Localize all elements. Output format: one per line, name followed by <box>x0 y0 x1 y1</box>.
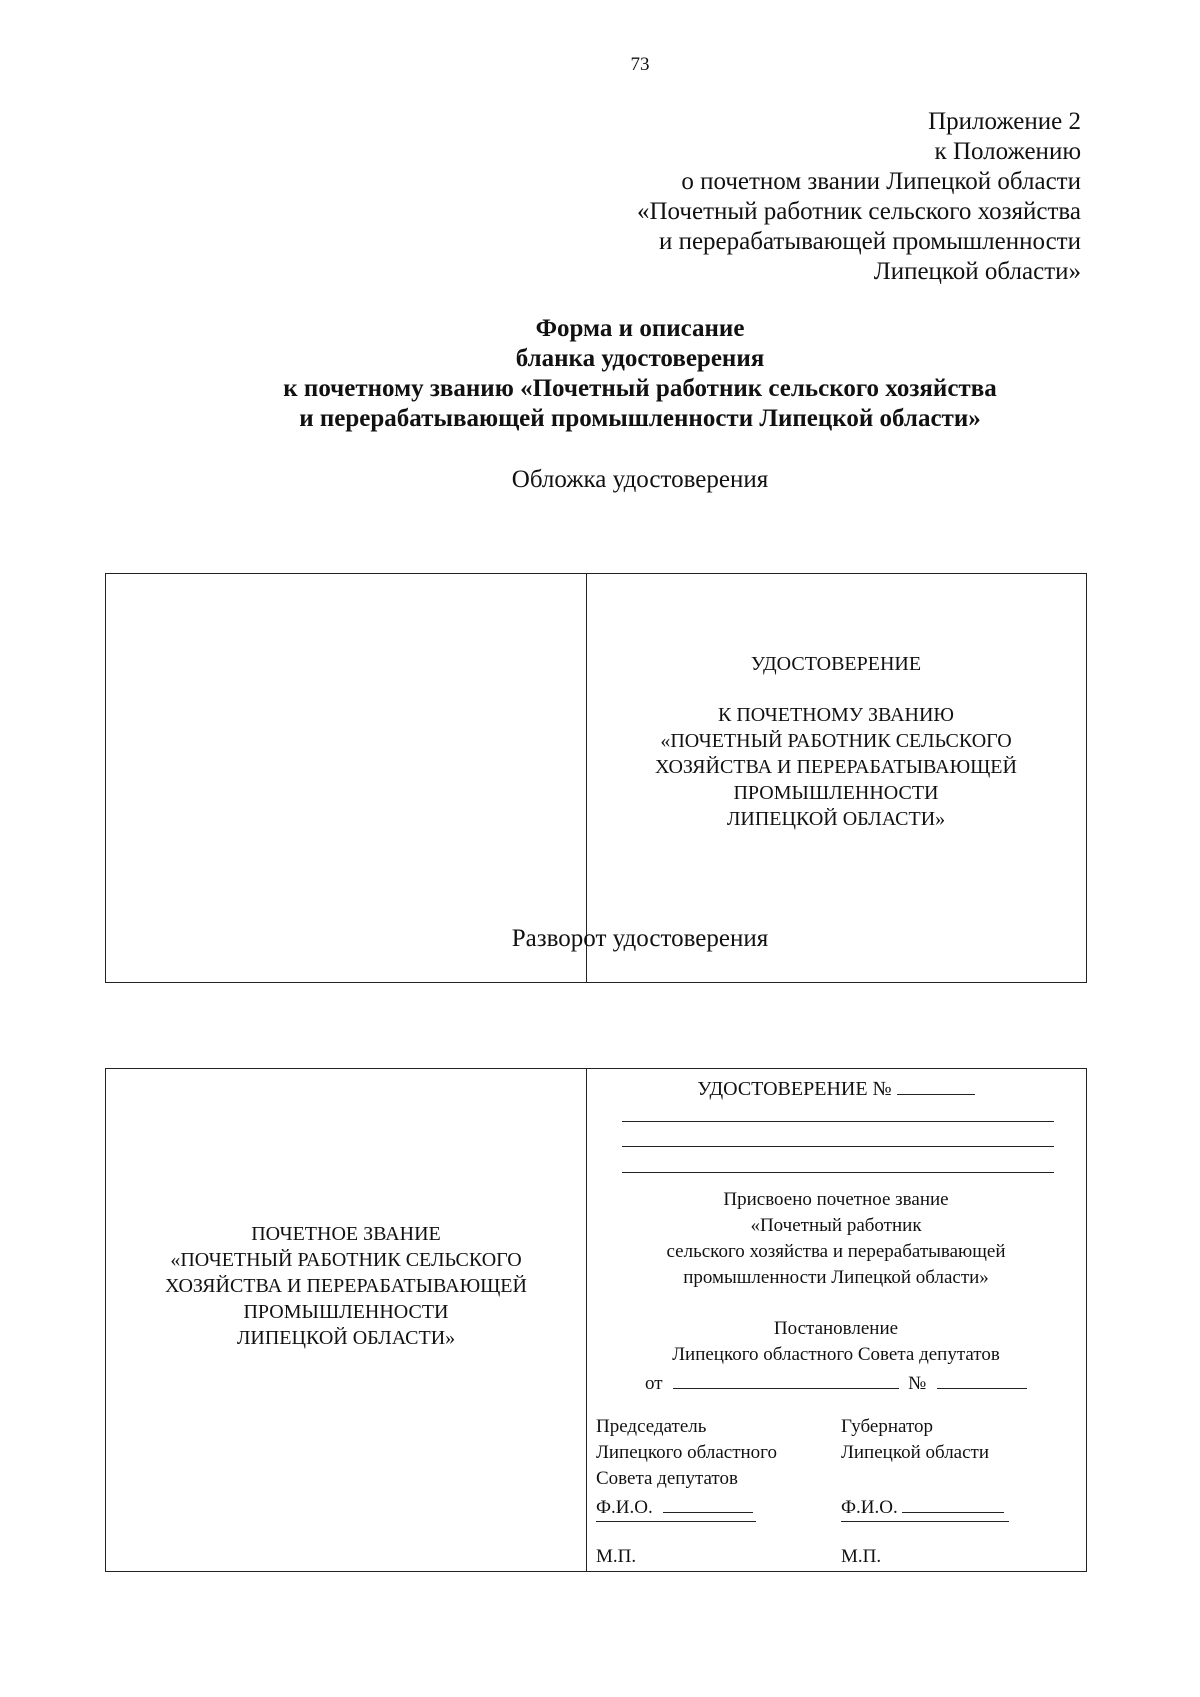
chair-fio-row: Ф.И.О. <box>596 1492 777 1521</box>
chair-signature-block: Председатель Липецкого областного Совета… <box>596 1414 777 1521</box>
form-title-line: и перерабатывающей промышленности Липецк… <box>299 405 981 432</box>
spread-left-line: «ПОЧЕТНЫЙ РАБОТНИК СЕЛЬСКОГО <box>170 1249 522 1271</box>
certificate-number-label: УДОСТОВЕРЕНИЕ № <box>697 1078 892 1100</box>
governor-signature-line <box>841 1521 1009 1522</box>
chair-fio-label: Ф.И.О. <box>596 1497 653 1518</box>
chair-line: Совета депутатов <box>596 1468 738 1489</box>
appendix-line: о почетном звании Липецкой области <box>681 168 1081 195</box>
name-blank-line <box>622 1146 1054 1147</box>
decree-date-row: от № <box>586 1368 1086 1397</box>
form-title: Форма и описание бланка удостоверения к … <box>0 314 1200 434</box>
chair-fio-blank <box>663 1492 754 1513</box>
spread-divider <box>586 1069 587 1571</box>
assigned-title-text: Присвоено почетное звание «Почетный рабо… <box>586 1187 1086 1291</box>
appendix-line: и перерабатывающей промышленности <box>658 228 1081 255</box>
page-number: 73 <box>630 54 650 75</box>
cover-text: УДОСТОВЕРЕНИЕ К ПОЧЕТНОМУ ЗВАНИЮ «ПОЧЕТН… <box>586 651 1086 832</box>
decree-text: Постановление Липецкого областного Совет… <box>586 1316 1086 1397</box>
chair-stamp-label: М.П. <box>596 1546 637 1567</box>
cover-line: К ПОЧЕТНОМУ ЗВАНИЮ <box>718 704 954 726</box>
appendix-heading: Приложение 2 к Положению о почетном зван… <box>637 107 1081 287</box>
name-blank-line <box>622 1121 1054 1122</box>
spread-left-line: ПРОМЫШЛЕННОСТИ <box>243 1301 449 1323</box>
governor-fio-row: Ф.И.О. <box>841 1492 1005 1521</box>
governor-line: Губернатор <box>841 1416 934 1437</box>
chair-line: Липецкого областного <box>596 1442 777 1463</box>
chair-line: Председатель <box>596 1416 707 1437</box>
certificate-number-row: УДОСТОВЕРЕНИЕ № <box>586 1074 1086 1101</box>
governor-signature-block: Губернатор Липецкой области Ф.И.О. <box>841 1414 1005 1521</box>
form-title-line: бланка удостоверения <box>515 345 765 372</box>
cover-divider <box>586 574 587 982</box>
cover-line: ЛИПЕЦКОЙ ОБЛАСТИ» <box>726 808 946 830</box>
governor-fio-label: Ф.И.О. <box>841 1497 898 1518</box>
spread-form: ПОЧЕТНОЕ ЗВАНИЕ «ПОЧЕТНЫЙ РАБОТНИК СЕЛЬС… <box>105 1068 1087 1572</box>
decree-line: Липецкого областного Совета депутатов <box>672 1344 1000 1365</box>
cover-line: «ПОЧЕТНЫЙ РАБОТНИК СЕЛЬСКОГО <box>660 730 1012 752</box>
cover-section-title: Обложка удостоверения <box>511 466 769 493</box>
form-title-line: Форма и описание <box>535 315 745 342</box>
name-blank-line <box>622 1172 1054 1173</box>
appendix-line: «Почетный работник сельского хозяйства <box>637 198 1081 225</box>
spread-right-page: УДОСТОВЕРЕНИЕ № Присвоено почетное звани… <box>586 1069 1086 1567</box>
date-blank <box>673 1368 900 1389</box>
date-prefix: от <box>645 1373 663 1394</box>
governor-line: Липецкой области <box>841 1442 990 1463</box>
governor-fio-blank <box>902 1492 1005 1513</box>
chair-signature-line <box>596 1521 756 1522</box>
number-sign: № <box>908 1373 927 1394</box>
governor-spacer <box>841 1466 1004 1492</box>
cover-heading: УДОСТОВЕРЕНИЕ <box>750 653 922 675</box>
spread-left-line: ПОЧЕТНОЕ ЗВАНИЕ <box>251 1223 441 1245</box>
cover-form: УДОСТОВЕРЕНИЕ К ПОЧЕТНОМУ ЗВАНИЮ «ПОЧЕТН… <box>105 573 1087 983</box>
decree-number-blank <box>936 1368 1027 1389</box>
cover-line: ПРОМЫШЛЕННОСТИ <box>733 782 939 804</box>
spread-left-line: ЛИПЕЦКОЙ ОБЛАСТИ» <box>236 1327 456 1349</box>
assigned-line: промышленности Липецкой области» <box>683 1267 989 1288</box>
form-title-line: к почетному званию «Почетный работник се… <box>283 375 997 402</box>
spread-section-title: Разворот удостоверения <box>511 925 769 952</box>
cover-line: ХОЗЯЙСТВА И ПЕРЕРАБАТЫВАЮЩЕЙ <box>655 756 1017 778</box>
spread-left-line: ХОЗЯЙСТВА И ПЕРЕРАБАТЫВАЮЩЕЙ <box>165 1275 527 1297</box>
certificate-number-blank <box>896 1074 975 1095</box>
appendix-line: Липецкой области» <box>873 258 1081 285</box>
appendix-line: к Положению <box>934 138 1081 165</box>
assigned-line: сельского хозяйства и перерабатывающей <box>666 1241 1006 1262</box>
assigned-line: «Почетный работник <box>750 1215 922 1236</box>
spread-left-page: ПОЧЕТНОЕ ЗВАНИЕ «ПОЧЕТНЫЙ РАБОТНИК СЕЛЬС… <box>106 1221 586 1351</box>
decree-line: Постановление <box>773 1318 899 1339</box>
appendix-line: Приложение 2 <box>928 108 1081 135</box>
governor-stamp-label: М.П. <box>841 1546 882 1567</box>
assigned-line: Присвоено почетное звание <box>723 1189 949 1210</box>
